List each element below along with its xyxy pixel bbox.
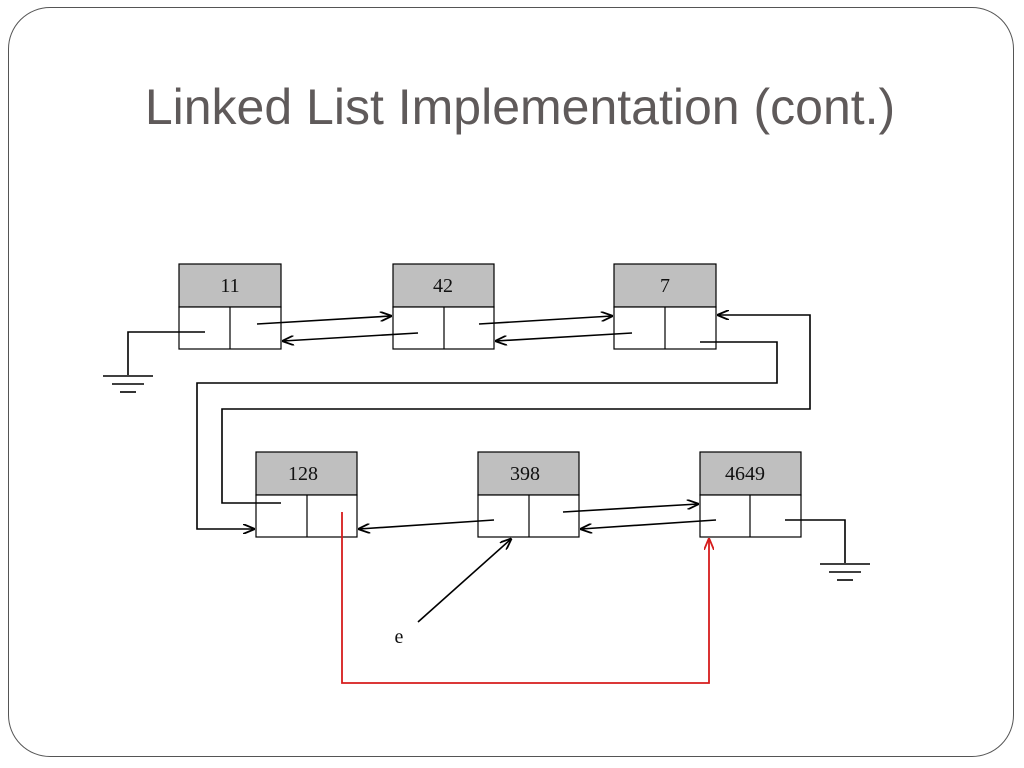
link-398-to-128 xyxy=(359,519,495,529)
slide-frame xyxy=(8,7,1014,757)
null-ground-icon-left xyxy=(103,331,205,393)
pointer-label-e: e xyxy=(395,626,404,648)
link-42-to-11 xyxy=(283,332,419,341)
node-128: 128 xyxy=(255,451,358,538)
node-value: 42 xyxy=(433,275,453,297)
link-11-to-42 xyxy=(256,316,391,325)
node-7: 7 xyxy=(613,263,717,350)
link-7-to-42 xyxy=(496,332,633,341)
link-398-to-4649 xyxy=(562,504,698,513)
pointer-e-arrow xyxy=(417,539,511,623)
node-11: 11 xyxy=(178,263,282,350)
node-4649: 4649 xyxy=(699,451,802,538)
link-128-to-7 xyxy=(221,315,811,504)
node-value: 11 xyxy=(220,275,239,297)
link-4649-to-398 xyxy=(581,519,717,529)
node-value: 7 xyxy=(660,275,670,297)
node-value: 398 xyxy=(510,463,540,485)
link-7-to-128 xyxy=(196,341,778,529)
node-42: 42 xyxy=(392,263,495,350)
highlight-link-128-to-4649 xyxy=(341,512,709,684)
node-398: 398 xyxy=(477,451,580,538)
slide-title: Linked List Implementation (cont.) xyxy=(144,79,896,135)
link-42-to-7 xyxy=(478,316,612,325)
node-value: 4649 xyxy=(725,463,765,485)
node-value: 128 xyxy=(288,463,318,485)
null-ground-icon-right xyxy=(785,519,870,581)
